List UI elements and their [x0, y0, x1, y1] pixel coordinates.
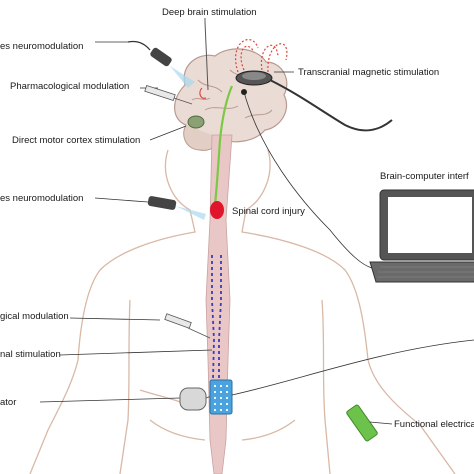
spinal-cord-injury-marker	[210, 201, 224, 219]
spinal-cord	[205, 134, 233, 474]
pulse-generator-icon	[39, 387, 215, 411]
descending-tract	[213, 85, 234, 206]
label-noninvasive-neuromodulation-top: es neuromodulation	[0, 41, 84, 52]
label-pharmacological-modulation-top: Pharmacological modulation	[10, 81, 130, 92]
label-spinal-cord-injury: Spinal cord injury	[232, 206, 305, 217]
label-stimulator: ator	[0, 397, 17, 408]
syringe-low-icon	[69, 313, 211, 339]
fes-electrode	[346, 404, 393, 442]
label-direct-motor-cortex-stimulation: Direct motor cortex stimulation	[12, 135, 141, 146]
label-transcranial-magnetic-stimulation: Transcranial magnetic stimulation	[298, 67, 440, 78]
spinal-stimulation-array	[209, 339, 474, 415]
syringe-icon	[140, 85, 193, 105]
tms-coil-icon	[235, 38, 393, 132]
label-spinal-stimulation: nal stimulation	[0, 349, 61, 360]
spinal-stimulation-leader	[59, 349, 213, 356]
body-outline	[29, 149, 456, 474]
label-functional-electrical-stimulation: Functional electrica	[394, 419, 474, 430]
label-pharmacological-modulation-low: gical modulation	[0, 311, 69, 322]
laser-probe-mid-icon	[94, 196, 206, 220]
laptop-icon[interactable]	[241, 89, 474, 283]
motor-cortex-electrode	[149, 115, 205, 141]
deep-brain-electrode	[199, 21, 209, 99]
laser-probe-icon	[95, 40, 195, 88]
label-deep-brain-stimulation: Deep brain stimulation	[162, 7, 257, 18]
label-noninvasive-neuromodulation-mid: es neuromodulation	[0, 193, 84, 204]
label-brain-computer-interface: Brain-computer interf	[380, 171, 469, 182]
